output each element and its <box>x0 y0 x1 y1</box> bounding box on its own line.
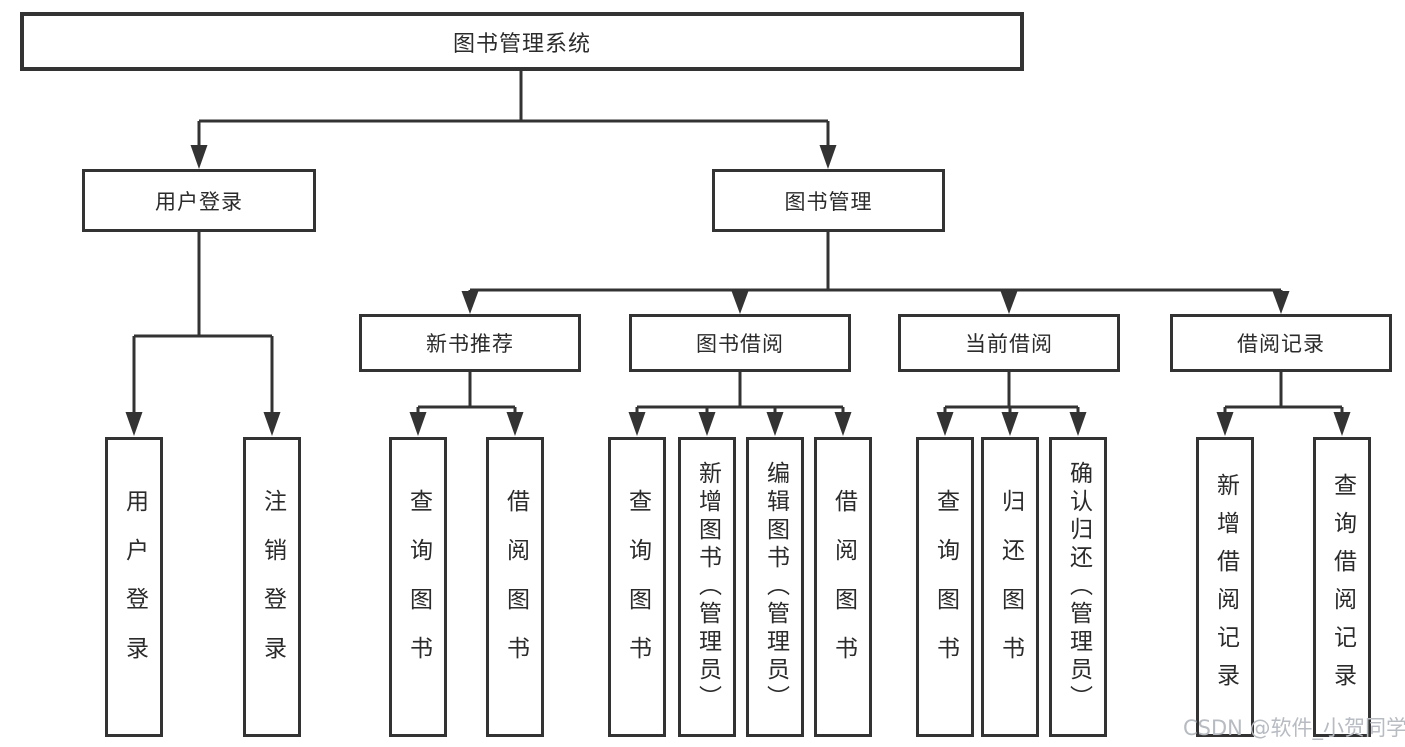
node-label: 查询图书 <box>405 489 432 685</box>
node-label: 查询借阅记录 <box>1329 473 1356 701</box>
node-borrowing-records: 借阅记录 <box>1170 314 1392 372</box>
node-book-borrowing: 图书借阅 <box>629 314 851 372</box>
node-label: 查询图书 <box>624 489 651 685</box>
leaf-logout: 注销登录 <box>243 437 301 737</box>
node-label: 新增图书（管理员） <box>694 461 721 713</box>
node-book-management: 图书管理 <box>712 169 945 232</box>
leaf-borrow-books: 借阅图书 <box>486 437 544 737</box>
leaf-add-books-admin: 新增图书（管理员） <box>678 437 736 737</box>
node-current-borrowing: 当前借阅 <box>898 314 1120 372</box>
node-label: 确认归还（管理员） <box>1065 461 1092 713</box>
node-label: 借阅图书 <box>502 489 529 685</box>
leaf-user-login: 用户登录 <box>105 437 163 737</box>
node-user-login: 用户登录 <box>82 169 316 232</box>
leaf-query-books-2: 查询图书 <box>608 437 666 737</box>
node-label: 用户登录 <box>155 189 243 214</box>
node-label: 新书推荐 <box>426 332 514 356</box>
leaf-confirm-return-admin: 确认归还（管理员） <box>1049 437 1107 737</box>
node-label: 图书借阅 <box>696 332 784 356</box>
leaf-return-books: 归还图书 <box>981 437 1039 737</box>
node-label: 图书管理 <box>784 189 873 214</box>
csdn-watermark: CSDN @软件_小贺同学 <box>1183 716 1405 740</box>
node-label: 借阅记录 <box>1237 332 1325 356</box>
leaf-borrow-books-2: 借阅图书 <box>814 437 872 737</box>
node-label: 图书管理系统 <box>452 31 591 57</box>
node-label: 编辑图书（管理员） <box>762 461 789 713</box>
node-label: 查询图书 <box>932 489 959 685</box>
leaf-add-borrow-record: 新增借阅记录 <box>1196 437 1254 737</box>
leaf-query-books-3: 查询图书 <box>916 437 974 737</box>
node-library-management-system: 图书管理系统 <box>20 12 1024 71</box>
leaf-query-books: 查询图书 <box>389 437 447 737</box>
leaf-edit-books-admin: 编辑图书（管理员） <box>746 437 804 737</box>
node-label: 当前借阅 <box>965 332 1053 356</box>
leaf-query-borrow-record: 查询借阅记录 <box>1313 437 1371 737</box>
node-label: 借阅图书 <box>830 489 857 685</box>
node-new-book-recommend: 新书推荐 <box>359 314 581 372</box>
node-label: 归还图书 <box>997 489 1024 685</box>
node-label: 新增借阅记录 <box>1212 473 1239 701</box>
node-label: 用户登录 <box>121 489 148 685</box>
node-label: 注销登录 <box>259 489 286 685</box>
